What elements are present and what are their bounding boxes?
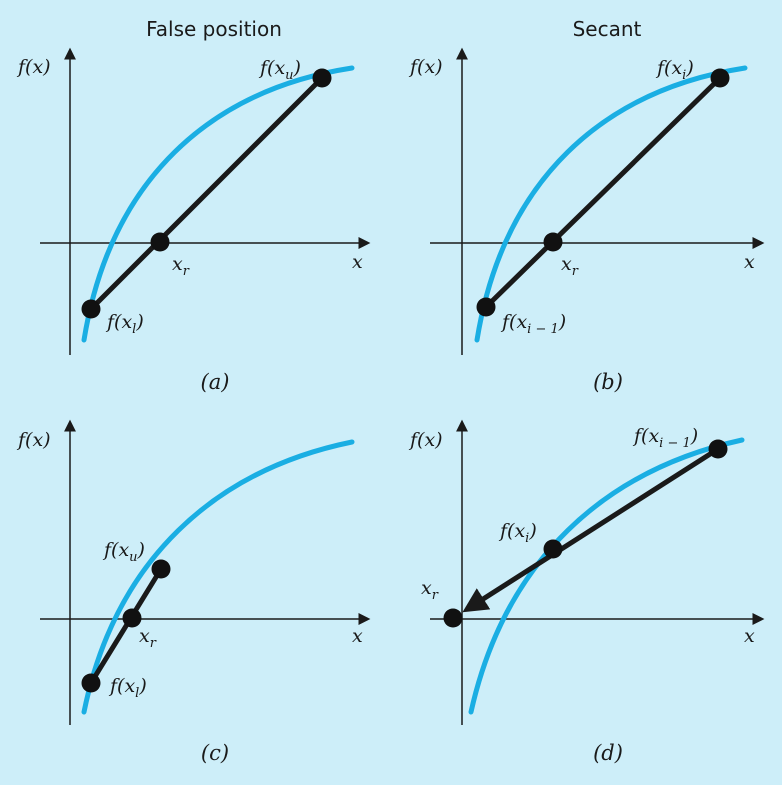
label-xr: xr [172, 253, 190, 279]
point-f-xi [710, 68, 730, 88]
function-curve [81, 439, 355, 715]
label-xr: xr [139, 625, 157, 651]
point-f-xu [312, 68, 332, 88]
label-f-xi: f(xi) [655, 57, 694, 83]
point-f-xi-minus-1 [476, 297, 496, 317]
panel-d: f(x) x f(xi − 1) f(xi) xr (d) [408, 419, 765, 765]
label-f-xu: f(xu) [102, 539, 145, 565]
point-f-xl [81, 673, 101, 693]
label-f-xi-minus-1: f(xi − 1) [500, 311, 566, 337]
x-axis-label: x [352, 251, 363, 273]
y-axis-label: f(x) [408, 56, 443, 78]
caption-a: (a) [201, 370, 230, 394]
y-axis-label: f(x) [16, 429, 51, 451]
point-f-xl [81, 299, 101, 319]
label-f-xi-minus-1: f(xi − 1) [632, 425, 698, 451]
panel-c: f(x) x f(xu) xr f(xl) (c) [16, 419, 371, 765]
title-false-position: False position [146, 17, 282, 41]
point-f-xi [543, 539, 563, 559]
caption-d: (d) [593, 741, 623, 765]
label-xr: xr [421, 577, 439, 603]
point-xr [443, 608, 463, 628]
x-axis-label: x [744, 625, 755, 647]
secant-extrapolation-arrow [462, 446, 721, 613]
label-xr: xr [561, 253, 579, 279]
panel-b: f(x) x f(xi) xr f(xi − 1) (b) [408, 47, 765, 394]
x-axis-label: x [744, 251, 755, 273]
caption-b: (b) [593, 370, 623, 394]
y-axis-label: f(x) [16, 56, 51, 78]
y-axis-label: f(x) [408, 429, 443, 451]
function-curve [468, 437, 745, 715]
label-f-xl: f(xl) [108, 675, 147, 701]
false-position-line [88, 566, 164, 686]
function-curve [81, 65, 355, 343]
label-f-xi: f(xi) [498, 520, 537, 546]
panel-a: f(x) x f(xu) xr f(xl) (a) [16, 47, 371, 394]
caption-c: (c) [201, 741, 229, 765]
label-f-xl: f(xl) [105, 311, 144, 337]
function-curve [474, 65, 748, 343]
point-xr [543, 232, 563, 252]
false-position-line [88, 75, 325, 312]
x-axis-label: x [352, 625, 363, 647]
point-f-xu [151, 559, 171, 579]
point-xr [150, 232, 170, 252]
title-secant: Secant [573, 17, 642, 41]
secant-line [483, 75, 723, 310]
point-xr [122, 608, 142, 628]
point-f-xi-minus-1 [708, 439, 728, 459]
label-f-xu: f(xu) [258, 57, 301, 83]
